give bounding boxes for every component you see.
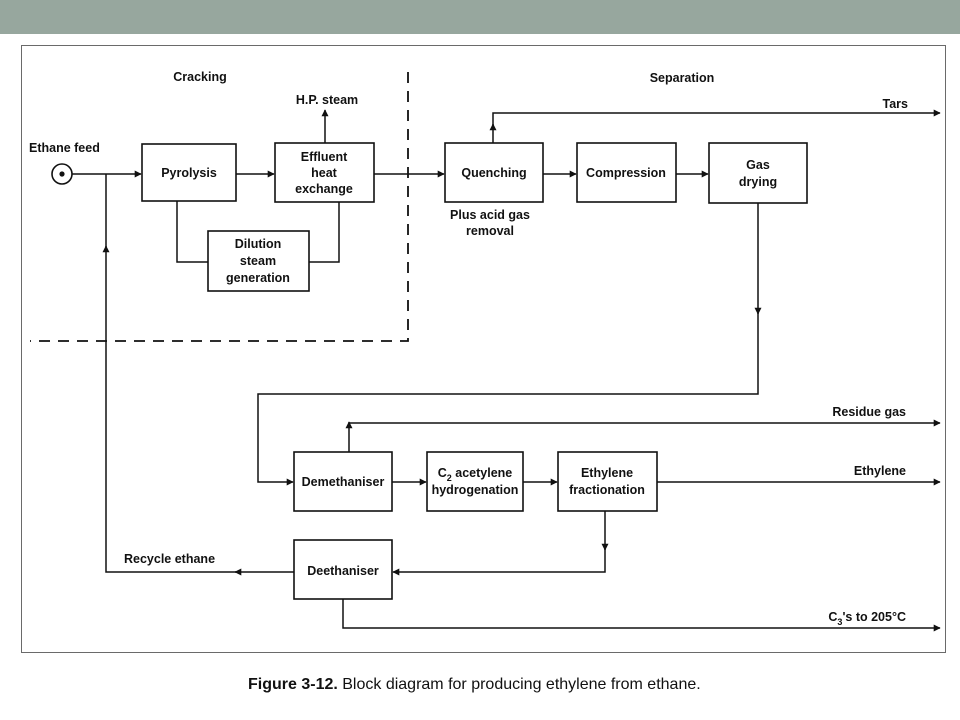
demethaniser-label: Demethaniser (302, 475, 385, 489)
dilution-label-line1: Dilution (235, 237, 282, 251)
caption-text: Block diagram for producing ethylene fro… (337, 676, 701, 693)
section-cracking-label: Cracking (173, 70, 227, 84)
title-bar (0, 0, 960, 34)
tars-label: Tars (883, 97, 909, 111)
effluent-label-line1: Effluent (301, 150, 348, 164)
recycle-ethane-label: Recycle ethane (124, 552, 215, 566)
pyrolysis-dilution-link (176, 201, 208, 263)
gas-drying-label-line2: drying (739, 175, 777, 189)
caption-label: Figure 3-12. (248, 676, 338, 693)
frac-to-deethaniser-line (392, 548, 606, 576)
cracking-boundary (30, 72, 409, 342)
ethane-feed-label: Ethane feed (29, 141, 100, 155)
ethylene-label: Ethylene (854, 464, 906, 478)
c2-hydrogenation-box (426, 451, 524, 512)
pyrolysis-box (141, 143, 237, 202)
quenching-box (444, 142, 544, 203)
diagram-frame (21, 45, 946, 653)
ethylene-fractionation-box (557, 451, 658, 512)
compression-label: Compression (586, 166, 666, 180)
c2-label-line2: hydrogenation (432, 483, 519, 497)
compression-box (576, 142, 677, 203)
c3-product-line (342, 599, 941, 632)
effluent-label-line2: heat (311, 166, 338, 180)
ethylene-frac-label-line2: fractionation (569, 483, 645, 497)
figure-caption: Figure 3-12. Block diagram for producing… (248, 676, 701, 694)
tars-line (492, 109, 941, 126)
pyrolysis-label: Pyrolysis (161, 166, 217, 180)
hp-steam-label: H.P. steam (296, 93, 358, 107)
quench-note-line1: Plus acid gas (450, 208, 530, 222)
c2-label-line1: C2 acetylene (438, 466, 513, 483)
deethaniser-label: Deethaniser (307, 564, 379, 578)
residue-gas-label: Residue gas (832, 405, 906, 419)
recycle-ethane-line (102, 245, 236, 573)
quench-note-line2: removal (466, 224, 514, 238)
dilution-label-line2: steam (240, 254, 276, 268)
ethylene-frac-label-line1: Ethylene (581, 466, 633, 480)
drying-to-demethaniser-line (257, 312, 759, 486)
effluent-label-line3: exchange (295, 182, 353, 196)
dilution-steam-box (207, 230, 310, 292)
effluent-heat-exchange-box (274, 142, 375, 203)
dilution-effluent-link (309, 202, 340, 263)
dilution-label-line3: generation (226, 271, 290, 285)
c3-output-label: C3's to 205°C (828, 610, 906, 627)
gas-drying-label-line1: Gas (746, 158, 770, 172)
feed-symbol (51, 163, 73, 185)
deethaniser-box (293, 539, 393, 600)
quenching-label: Quenching (461, 166, 526, 180)
section-separation-label: Separation (650, 71, 715, 85)
gas-drying-box (708, 142, 808, 204)
